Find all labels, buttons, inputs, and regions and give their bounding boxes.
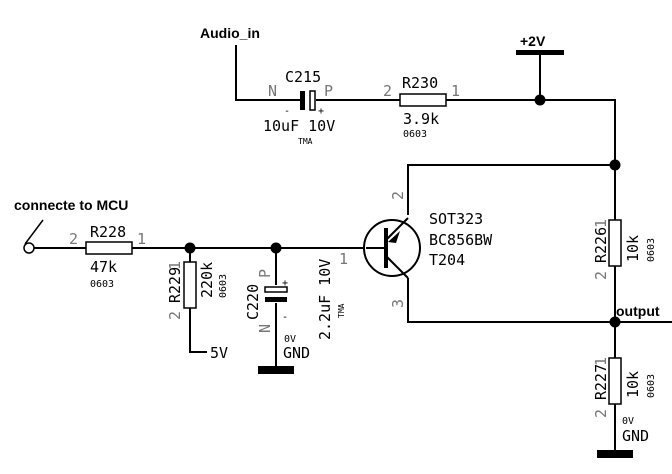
r229-pin-2: 2 [166, 311, 184, 320]
r226-pin-2: 2 [592, 271, 610, 280]
ground-symbol-r227 [597, 450, 633, 458]
r228-pin-2: 2 [69, 230, 78, 248]
gnd-r227-label: GND [622, 427, 649, 445]
t204-pin-c: 2 [389, 191, 407, 200]
wires [34, 45, 672, 452]
r229-ref: R229 [166, 267, 184, 303]
r230-pin-1: 1 [451, 82, 460, 100]
c215-positive-plate [309, 90, 316, 111]
resistor-r226: R226 1 2 10k 0603 [592, 219, 657, 280]
r229-pin-1: 1 [166, 261, 184, 270]
output-label: output [616, 303, 660, 319]
junction-dot [270, 242, 282, 254]
t204-pin-e: 3 [389, 299, 407, 308]
junction-dot [184, 242, 196, 254]
r228-body [85, 241, 133, 255]
c215-plus: + [318, 106, 324, 117]
t204-emitter-lead [385, 255, 409, 279]
c220-value: 2.2uF 10V [316, 259, 334, 340]
r229-package: 0603 [218, 274, 229, 298]
r227-package: 0603 [646, 374, 657, 398]
vcc-label: +2V [520, 33, 546, 49]
t204-part: BC856BW [429, 231, 493, 249]
five-v-label: 5V [210, 344, 228, 362]
mcu-label: connecte to MCU [14, 197, 128, 213]
c220-minus: - [282, 312, 288, 323]
wire-audio-in [235, 45, 300, 101]
t204-body [363, 219, 421, 277]
c215-pin-p: P [324, 82, 333, 100]
t204-collector-lead [385, 217, 409, 241]
c215-negative-plate [300, 91, 305, 110]
junction-dot [609, 316, 621, 328]
t204-ref: T204 [429, 251, 465, 269]
vcc-bar [516, 50, 564, 55]
r227-ref: R227 [592, 364, 610, 400]
c215-minus: - [284, 106, 290, 117]
wire-emitter [407, 278, 615, 323]
c220-pin-p: P [256, 269, 274, 278]
mcu-connector [23, 219, 44, 254]
t204-pin-b: 1 [339, 250, 348, 268]
r230-pin-2: 2 [383, 82, 392, 100]
junction-dot [609, 159, 621, 171]
ground-symbol-c220 [258, 366, 294, 374]
c220-positive-plate [264, 286, 288, 293]
c215-package: TMA [298, 137, 313, 146]
r226-package: 0603 [646, 238, 657, 262]
r227-pin-1: 1 [592, 357, 610, 366]
r229-body [183, 261, 197, 309]
c220-package: TMA [337, 303, 346, 318]
zero-v-r227-label: 0V [622, 416, 634, 427]
c220-plus: + [282, 278, 288, 289]
r228-value: 47k [90, 258, 117, 276]
c220-negative-plate [265, 297, 287, 302]
junctions [184, 94, 621, 328]
r227-value: 10k [624, 371, 642, 398]
c215-ref: C215 [285, 68, 321, 86]
capacitor-c220: + - C220 P N 2.2uF 10V TMA [244, 259, 346, 340]
r228-package: 0603 [90, 279, 114, 290]
c215-value: 10uF 10V [263, 117, 335, 135]
t204-package: SOT323 [429, 210, 483, 228]
resistor-r229: R229 1 2 220k 0603 [166, 261, 229, 320]
wire-collector [407, 164, 615, 215]
connector-terminal [23, 242, 35, 254]
r230-package: 0603 [403, 129, 427, 140]
r229-value: 220k [198, 262, 216, 298]
c220-ref: C220 [244, 284, 262, 320]
junction-dot [534, 94, 546, 106]
r230-ref: R230 [402, 74, 438, 92]
resistor-r230: R230 2 1 3.9k 0603 [383, 74, 460, 140]
audio-in-label: Audio_in [200, 25, 260, 41]
resistor-r228: R228 2 1 47k 0603 [69, 223, 146, 290]
connector-stub [24, 219, 44, 245]
transistor-t204: 1 2 3 SOT323 BC856BW T204 [339, 191, 493, 308]
r228-pin-1: 1 [137, 230, 146, 248]
c215-pin-n: N [268, 82, 277, 100]
r230-value: 3.9k [403, 110, 439, 128]
resistor-r227: R227 1 2 10k 0603 [592, 357, 657, 418]
r226-pin-1: 1 [592, 219, 610, 228]
r226-ref: R226 [592, 227, 610, 263]
r227-body [608, 357, 622, 405]
r226-value: 10k [624, 235, 642, 262]
r228-ref: R228 [90, 223, 126, 241]
r227-pin-2: 2 [592, 409, 610, 418]
capacitor-c215: C215 N P - + 10uF 10V TMA [263, 68, 335, 146]
zero-v-c220-label: 0V [284, 334, 296, 345]
gnd-c220-label: GND [283, 344, 310, 362]
t204-arrow [388, 231, 400, 243]
r230-body [399, 93, 447, 107]
r226-body [608, 219, 622, 267]
c220-pin-n: N [256, 324, 274, 333]
